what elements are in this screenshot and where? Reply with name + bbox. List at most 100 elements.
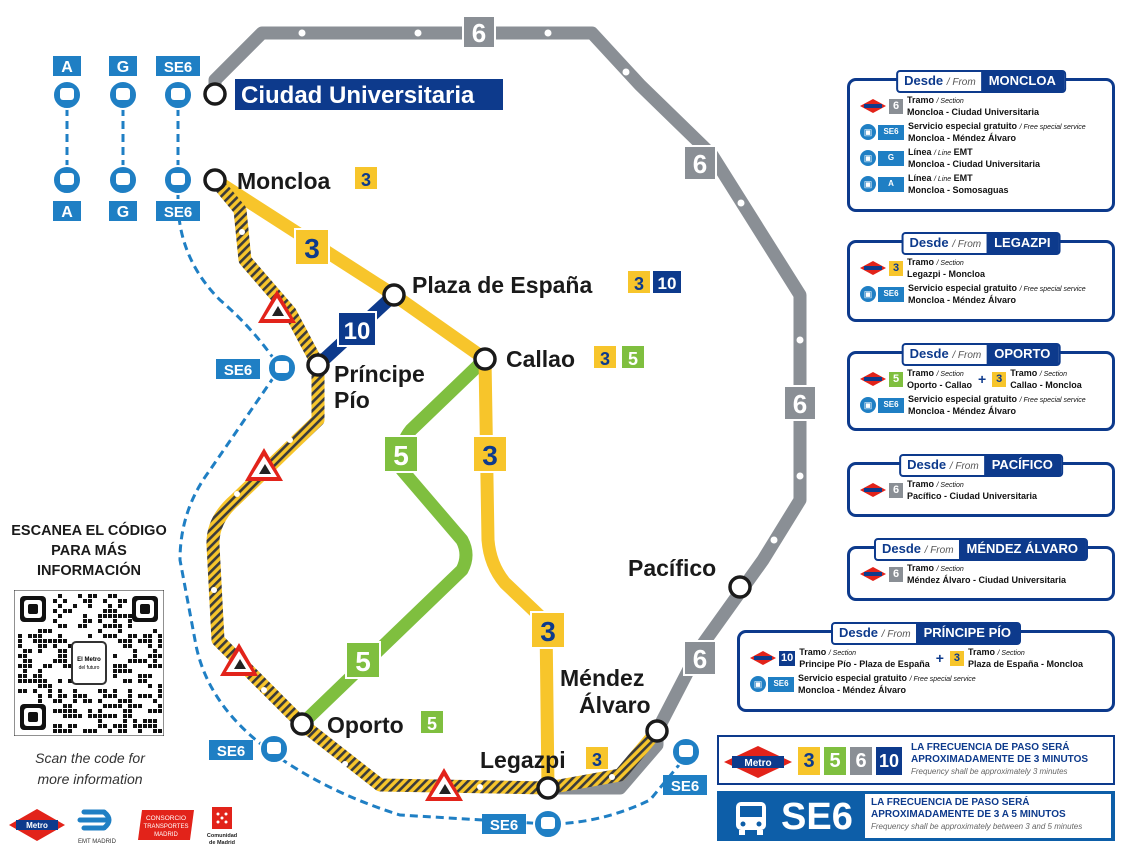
bus-icon: ▣ [750,676,766,692]
metro-logo-icon [750,651,776,665]
line-5-badge: 5 [355,646,371,677]
qr-code[interactable]: El Metro del futuro [14,590,164,736]
station-marker [306,353,330,377]
qr-caption-1: Scan the code for [35,750,145,766]
panel-station: LEGAZPI [986,234,1059,253]
works-warning-icon [245,448,283,481]
se6-label: SE6 [490,817,518,834]
metro-logo-icon [860,483,886,497]
line-3-badge: 3 [304,233,320,264]
comunidad-madrid-logo: Comunidad de Madrid [207,807,237,846]
station-marker [728,575,752,599]
line-10-badge: 10 [779,650,796,666]
metro-logo-icon [860,372,886,386]
se6-label: SE6 [164,59,192,76]
works-warning-icon [425,768,463,801]
bus-icon: ▣ [860,397,876,413]
freq-line-1: LA FRECUENCIA DE PASO SERÁ [871,797,1030,808]
row-route: Moncloa - Méndez Álvaro [908,406,1017,416]
row-route: Moncloa - Méndez Álvaro [798,685,907,695]
se6-label: SE6 [164,204,192,221]
comunidad-1: Comunidad [207,833,237,839]
panel-title: Desde / From PACÍFICO [899,454,1063,477]
metro-logo-icon [860,567,886,581]
station-marker [473,347,497,371]
se6-label: SE6 [224,362,252,379]
panel-desde: Desde / From [907,457,979,472]
emt-logo: EMT MADRID [77,809,117,845]
consorcio-1: CONSORCIO [146,815,186,822]
bus-a-label: A [61,59,73,76]
line-6-badge: 6 [889,566,903,582]
station-marker [203,168,227,192]
qr-center-2: del futuro [79,665,100,671]
row-route: Legazpi - Moncloa [907,269,986,279]
row-route: Moncloa - Ciudad Universitaria [908,159,1041,169]
row-route: Moncloa - Méndez Álvaro [908,295,1017,305]
station-ciudad-universitaria: Ciudad Universitaria [241,82,475,109]
line-6-badge: 6 [472,18,486,48]
panel-station: MÉNDEZ ÁLVARO [958,540,1087,559]
panel-desde: Desde / From [909,235,982,250]
works-warning-icon [220,643,258,676]
panel-desde: Desde / From [904,73,976,88]
qr-title-3: INFORMACIÓN [37,563,141,579]
bus-icon: ▣ [860,286,876,302]
row-route: Pacífico - Ciudad Universitaria [907,491,1038,501]
se6-badge: SE6 [878,397,904,413]
line-6-badge: 6 [889,98,903,114]
bus-frequency-text: LA FRECUENCIA DE PASO SERÁ APROXIMADAMEN… [865,794,1111,838]
row-route-2: Callao - Moncloa [1010,380,1082,390]
panel-station: OPORTO [986,345,1059,364]
station-marker [382,283,406,307]
row-route: Moncloa - Méndez Álvaro [908,133,1017,143]
qr-title: ESCANEA EL CÓDIGO PARA MÁS INFORMACIÓN [0,521,178,581]
line-5-badge: 5 [824,747,846,775]
station-principe-pio: Príncipe [334,361,425,387]
panel-station: MONCLOA [980,72,1064,91]
bus-icon: ▣ [860,124,876,140]
se6-label: SE6 [217,743,245,760]
panel-title: Desde / From LEGAZPI [901,232,1061,255]
row-text: Servicio especial gratuito / Free specia… [798,673,976,695]
station-mendez-alvaro-2: Álvaro [579,691,651,718]
metro-logo-icon: Metro [724,746,792,778]
line-3-badge: 3 [361,170,371,190]
consorcio-2: TRANSPORTES [144,824,189,830]
panel-station: PACÍFICO [983,456,1061,475]
metro-madrid-logo: Metro [9,809,65,841]
plus-sign: + [935,650,944,666]
qr-title-1: ESCANEA EL CÓDIGO [11,523,167,539]
line-3-badge: 3 [992,371,1007,387]
line-3-badge: 3 [634,274,644,294]
bus-g-badge: G [878,150,904,166]
emt-logo-text: EMT MADRID [78,839,117,845]
line-5-badge: 5 [427,714,437,734]
line-6-badge: 6 [793,389,807,419]
bus-a-label: A [61,204,73,221]
bus-g-label: G [117,59,129,76]
station-pacifico: Pacífico [628,555,716,581]
row-text: Servicio especial gratuito / Free specia… [908,394,1086,416]
consorcio-logo: CONSORCIO TRANSPORTES MADRID [138,810,194,840]
line-5-badge: 5 [889,371,903,387]
